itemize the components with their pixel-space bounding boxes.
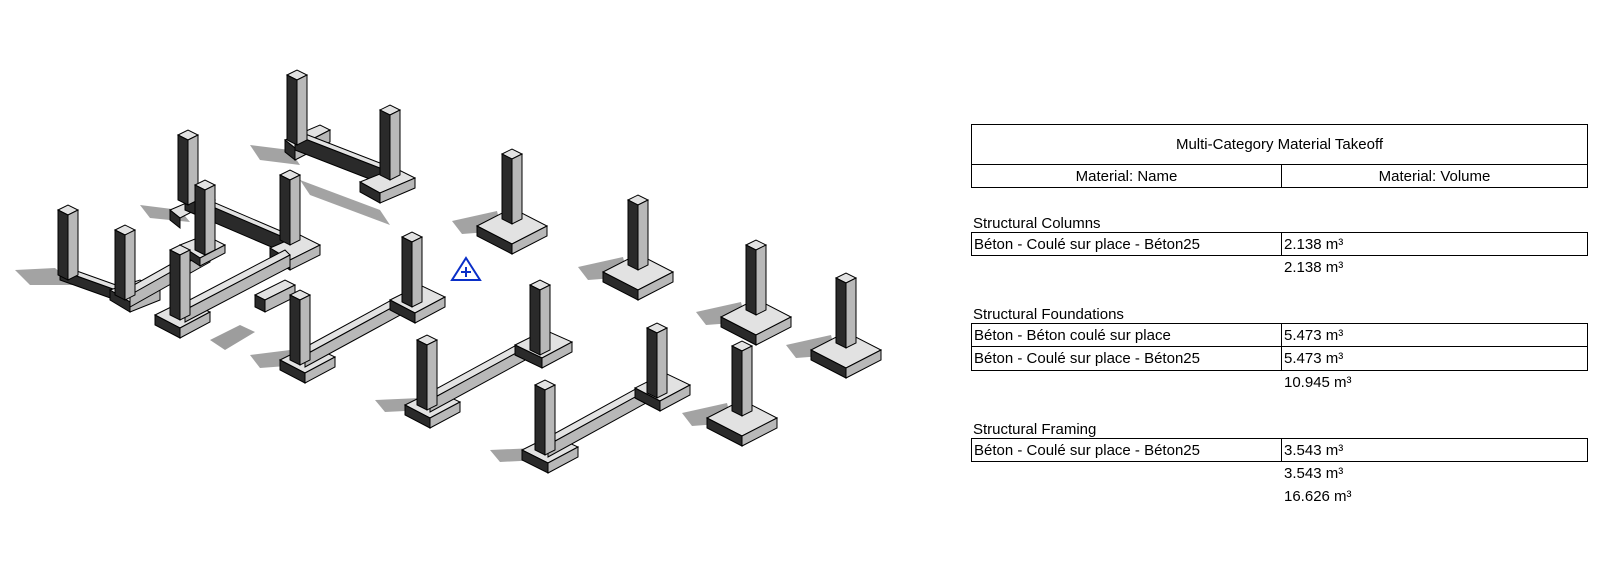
frame-lower-center [375, 279, 574, 429]
group-title-structural-framing: Structural Framing [973, 421, 1097, 438]
group-title-structural-foundations: Structural Foundations [973, 306, 1124, 323]
table-row[interactable]: Béton - Coulé sur place - Béton25 3.543 … [971, 438, 1588, 462]
material-volume-cell[interactable]: 5.473 m³ [1284, 326, 1344, 344]
group-subtotal: 3.543 m³ [1284, 465, 1344, 482]
table-row[interactable]: Béton - Béton coulé sur place 5.473 m³ [971, 323, 1588, 347]
column-header-material-volume[interactable]: Material: Volume [1378, 167, 1491, 185]
material-takeoff-schedule: Multi-Category Material Takeoff Material… [971, 124, 1588, 508]
pad-footing-4 [786, 273, 881, 378]
material-volume-cell[interactable]: 3.543 m³ [1284, 441, 1344, 459]
frame-top [250, 69, 417, 225]
frame-bottom [490, 322, 692, 474]
pad-footing-3 [696, 240, 791, 345]
material-volume-cell[interactable]: 5.473 m³ [1284, 350, 1344, 367]
pad-footing-2 [578, 195, 673, 300]
group-title-structural-columns: Structural Columns [973, 215, 1101, 232]
pad-footing-5 [682, 341, 777, 446]
schedule-title: Multi-Category Material Takeoff [971, 124, 1588, 164]
frame-center [250, 231, 447, 384]
table-row[interactable]: Béton - Coulé sur place - Béton25 2.138 … [971, 232, 1588, 256]
material-name-cell[interactable]: Béton - Coulé sur place - Béton25 [972, 233, 1282, 255]
material-name-cell[interactable]: Béton - Coulé sur place - Béton25 [972, 439, 1282, 461]
pad-footing-1 [452, 149, 547, 254]
schedule-header-row: Material: Name Material: Volume [971, 164, 1588, 188]
material-volume-cell[interactable]: 2.138 m³ [1284, 235, 1344, 253]
group-subtotal: 2.138 m³ [1284, 259, 1344, 276]
frame-center-left [153, 244, 297, 350]
grand-total: 16.626 m³ [1284, 488, 1352, 505]
material-name-cell[interactable]: Béton - Béton coulé sur place [972, 324, 1282, 346]
group-subtotal: 10.945 m³ [1284, 374, 1352, 391]
material-name-cell[interactable]: Béton - Coulé sur place - Béton25 [972, 347, 1282, 370]
table-row[interactable]: Béton - Coulé sur place - Béton25 5.473 … [971, 347, 1588, 371]
column-header-material-name[interactable]: Material: Name [972, 165, 1282, 187]
3d-model-viewport[interactable] [0, 0, 960, 566]
project-base-point-icon[interactable] [450, 256, 482, 281]
